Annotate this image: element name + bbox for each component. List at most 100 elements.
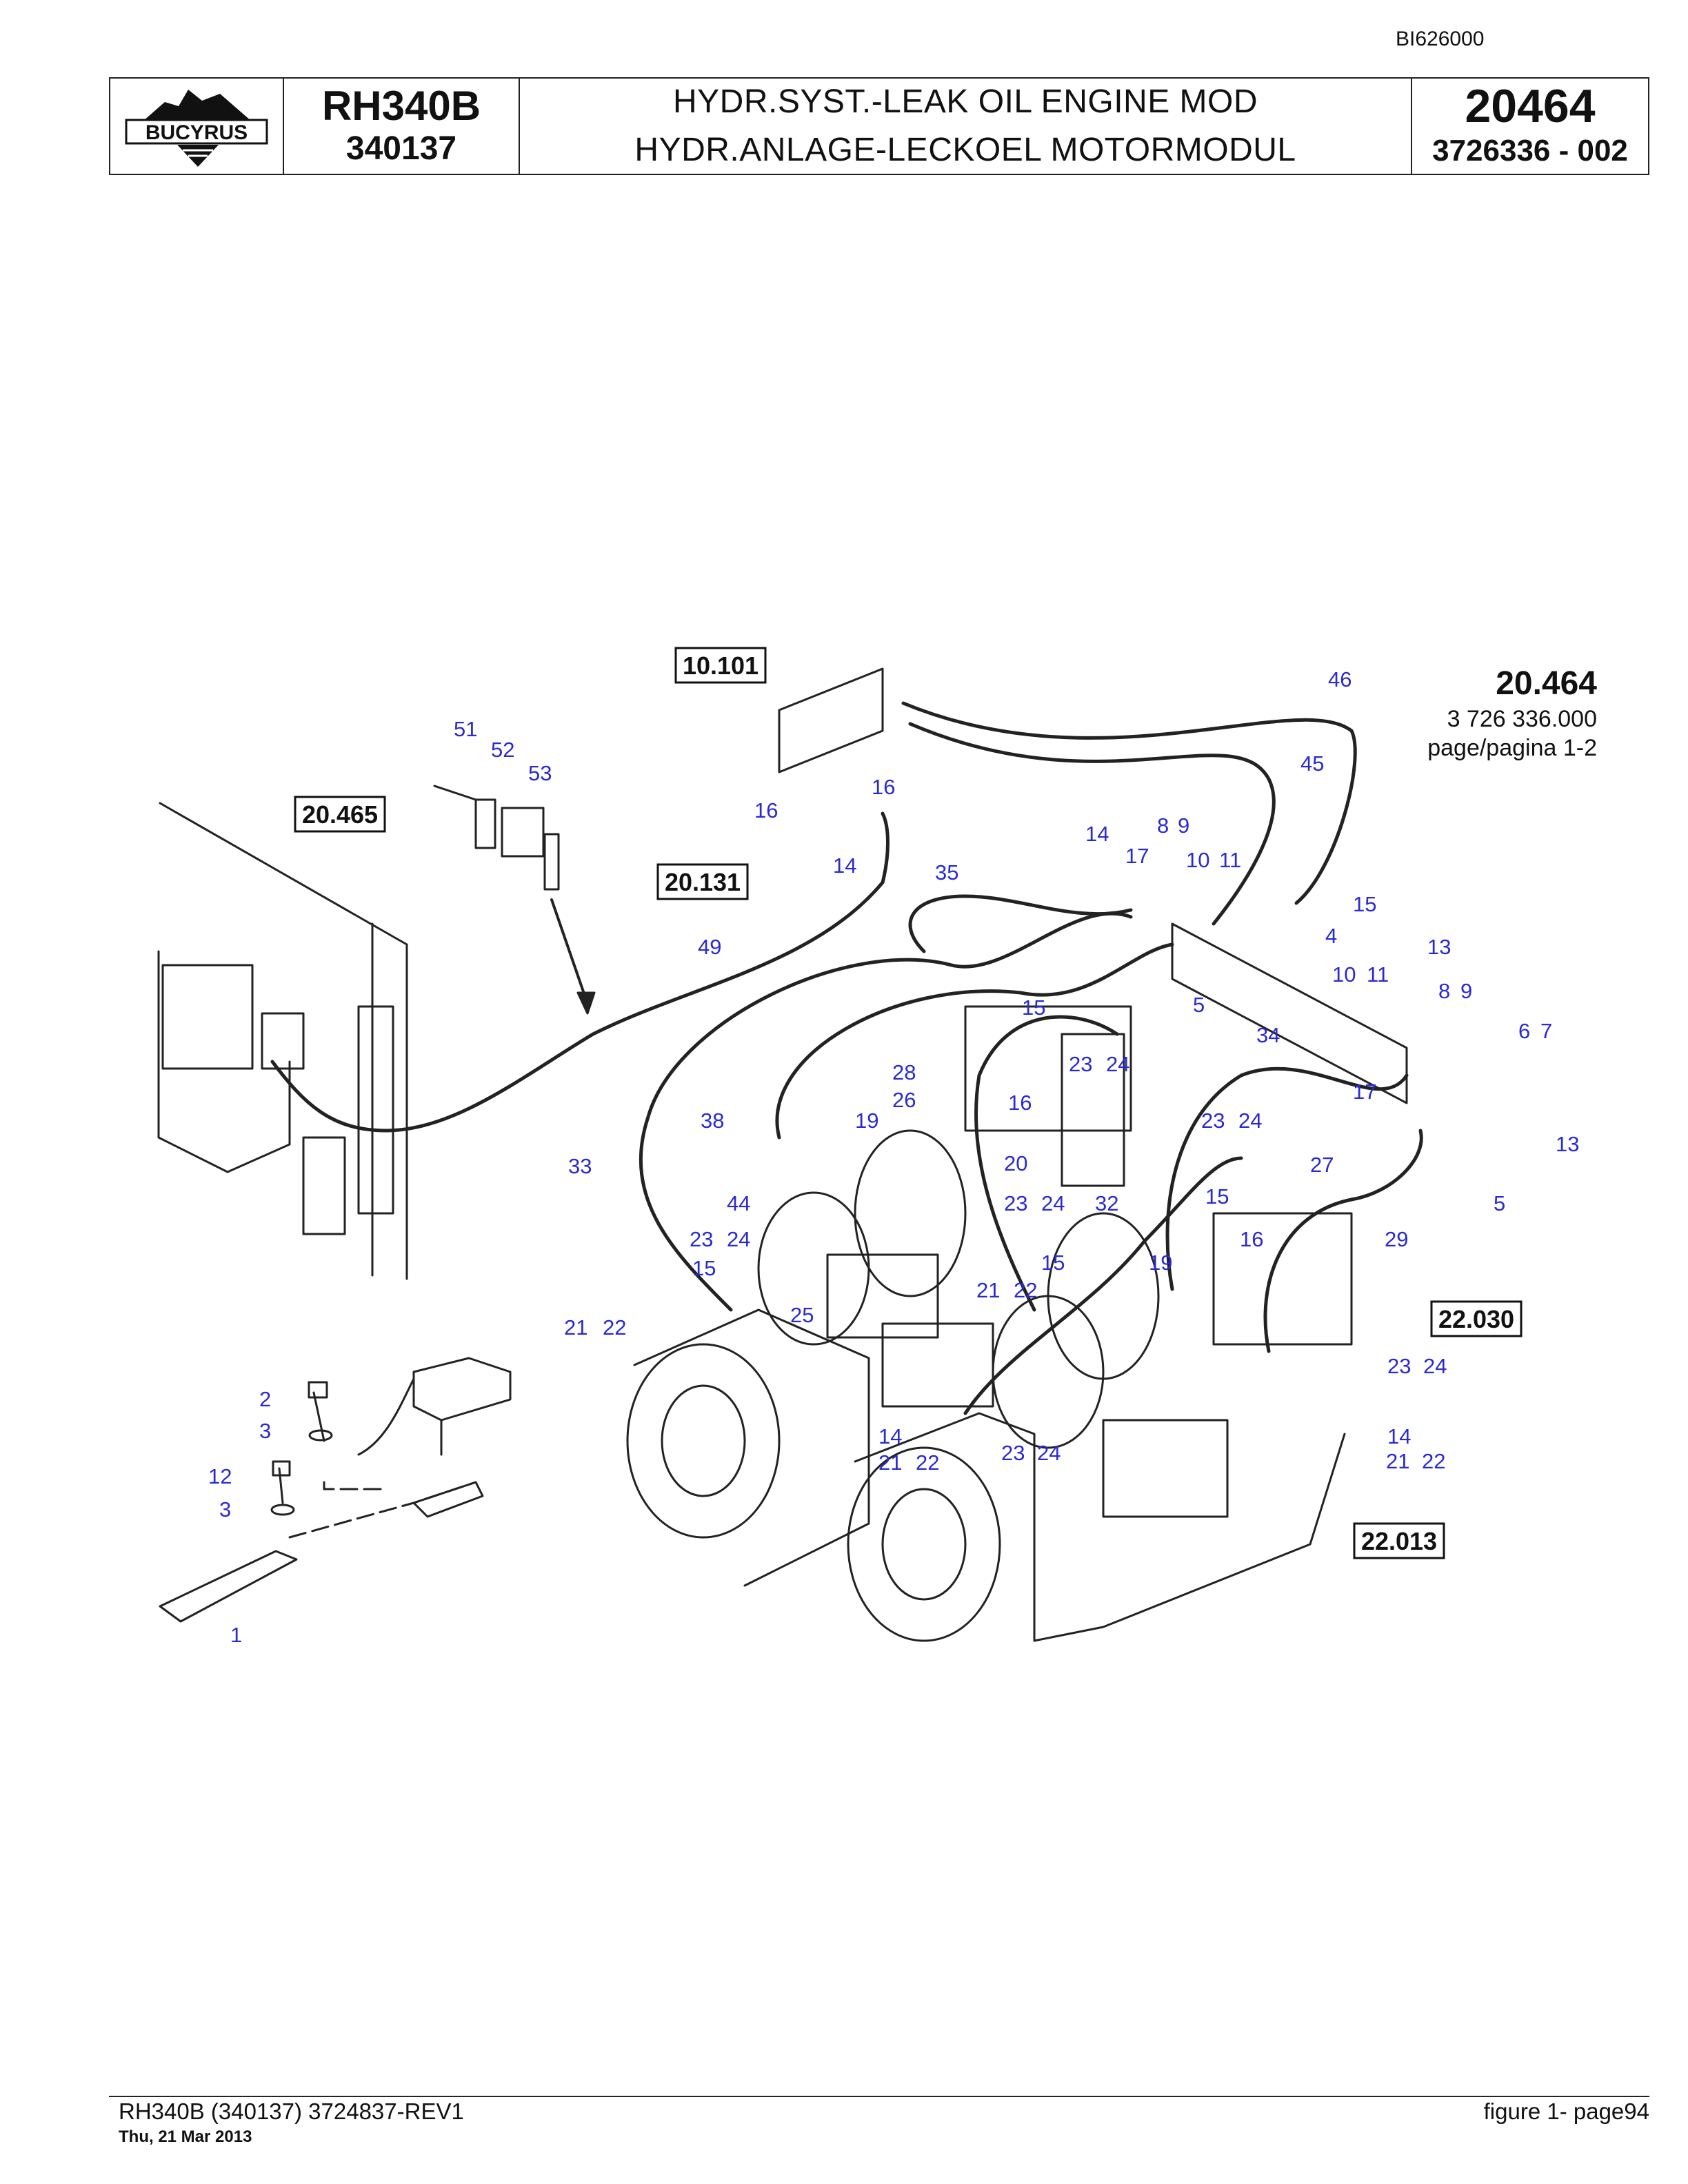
callout-45: 45 — [1300, 751, 1324, 776]
title-cell: HYDR.SYST.-LEAK OIL ENGINE MOD HYDR.ANLA… — [520, 79, 1412, 174]
model-cell: RH340B 340137 — [284, 79, 520, 174]
callout-34: 34 — [1256, 1023, 1280, 1047]
callout-24: 24 — [1238, 1109, 1262, 1133]
title-german: HYDR.ANLAGE-LECKOEL MOTORMODUL — [634, 132, 1296, 168]
callout-49: 49 — [698, 935, 721, 959]
callout-51: 51 — [454, 717, 477, 741]
callout-15: 15 — [1022, 995, 1045, 1020]
callout-6: 6 — [1518, 1019, 1530, 1043]
callout-26: 26 — [892, 1088, 916, 1112]
callout-14: 14 — [833, 853, 856, 878]
callout-21: 21 — [878, 1450, 902, 1475]
callout-22: 22 — [1014, 1278, 1037, 1302]
logo-text: BUCYRUS — [145, 121, 248, 144]
callout-15: 15 — [692, 1256, 716, 1280]
callout-23: 23 — [1069, 1052, 1092, 1076]
callout-9: 9 — [1178, 813, 1189, 838]
callout-24: 24 — [1041, 1191, 1065, 1215]
callout-28: 28 — [892, 1060, 916, 1084]
callout-17: 17 — [1125, 844, 1149, 868]
title-english: HYDR.SYST.-LEAK OIL ENGINE MOD — [672, 83, 1258, 120]
callout-33: 33 — [568, 1154, 592, 1178]
callout-13: 13 — [1427, 935, 1451, 959]
ref-box-10-101: 10.101 — [683, 651, 758, 680]
callout-4: 4 — [1325, 924, 1337, 948]
callout-5: 5 — [1494, 1191, 1505, 1215]
callout-19: 19 — [1149, 1251, 1172, 1275]
callout-16: 16 — [872, 775, 895, 799]
callout-15: 15 — [1041, 1251, 1065, 1275]
callout-22: 22 — [1422, 1449, 1445, 1473]
figure-cell: 20464 3726336 - 002 — [1412, 79, 1648, 174]
callout-14: 14 — [878, 1424, 902, 1448]
callout-5: 5 — [1193, 993, 1205, 1017]
bucyrus-logo: BUCYRUS — [110, 79, 284, 174]
callout-23: 23 — [1004, 1191, 1027, 1215]
callout-35: 35 — [935, 860, 958, 884]
footer-page-ref: figure 1- page94 — [1483, 2099, 1649, 2124]
footer-rule — [109, 2096, 1649, 2097]
callout-14: 14 — [1387, 1424, 1411, 1448]
figure-number: 20464 — [1465, 80, 1596, 132]
callout-38: 38 — [701, 1109, 724, 1133]
callout-13: 13 — [1556, 1132, 1579, 1156]
bucyrus-logo-icon: BUCYRUS — [125, 90, 268, 167]
model-name: RH340B — [321, 83, 481, 129]
callout-2: 2 — [259, 1387, 271, 1411]
callout-17: 17 — [1353, 1080, 1376, 1104]
callout-32: 32 — [1095, 1191, 1118, 1215]
callout-1: 1 — [230, 1623, 242, 1647]
ref-box-20-465: 20.465 — [302, 800, 378, 829]
callout-3: 3 — [219, 1497, 231, 1521]
callout-24: 24 — [1423, 1354, 1447, 1378]
part-number: 3726336 - 002 — [1432, 134, 1628, 168]
footer-document-ref: RH340B (340137) 3724837-REV1 — [119, 2099, 464, 2124]
callout-20: 20 — [1004, 1151, 1027, 1175]
callout-19: 19 — [855, 1109, 878, 1133]
reference-boxes: 10.101 20.465 20.131 22.030 22.013 — [294, 647, 1523, 1559]
callout-46: 46 — [1328, 667, 1352, 691]
callout-27: 27 — [1310, 1153, 1334, 1177]
callout-16: 16 — [754, 798, 778, 822]
callout-10: 10 — [1186, 848, 1209, 872]
footer-date: Thu, 21 Mar 2013 — [119, 2127, 252, 2146]
ref-box-22-030: 22.030 — [1438, 1305, 1514, 1333]
callout-23: 23 — [1387, 1354, 1411, 1378]
callout-11: 11 — [1219, 848, 1241, 872]
callout-24: 24 — [727, 1227, 750, 1251]
callout-8: 8 — [1438, 979, 1450, 1003]
callout-24: 24 — [1106, 1052, 1129, 1076]
callout-21: 21 — [564, 1315, 587, 1339]
callout-16: 16 — [1008, 1091, 1032, 1115]
sheet-reference: 20.464 3 726 336.000 page/pagina 1-2 — [1427, 663, 1597, 762]
callout-14: 14 — [1085, 822, 1109, 846]
callout-29: 29 — [1385, 1227, 1408, 1251]
title-block: BUCYRUS RH340B 340137 HYDR.SYST.-LEAK OI… — [109, 77, 1649, 175]
callout-23: 23 — [1201, 1109, 1225, 1133]
callout-10: 10 — [1332, 962, 1356, 987]
callout-24: 24 — [1037, 1441, 1061, 1465]
callout-15: 15 — [1205, 1184, 1229, 1209]
document-id: BI626000 — [1396, 28, 1485, 50]
callout-21: 21 — [1386, 1449, 1409, 1473]
ref-box-22-013: 22.013 — [1361, 1527, 1437, 1555]
callout-11: 11 — [1367, 962, 1389, 987]
callout-22: 22 — [916, 1450, 939, 1475]
callout-8: 8 — [1157, 813, 1169, 838]
callout-9: 9 — [1460, 979, 1472, 1003]
callout-21: 21 — [976, 1278, 1000, 1302]
sheet-page: page/pagina 1-2 — [1427, 735, 1597, 761]
callout-15: 15 — [1353, 892, 1376, 916]
callout-7: 7 — [1540, 1019, 1552, 1043]
serial-number: 340137 — [345, 130, 457, 167]
ref-box-20-131: 20.131 — [665, 868, 741, 896]
item-callouts: 51 52 53 16 16 14 46 45 35 14 17 8 9 10 … — [208, 667, 1579, 1647]
callout-44: 44 — [727, 1191, 750, 1215]
callout-52: 52 — [491, 738, 514, 762]
callout-53: 53 — [528, 761, 552, 785]
callout-22: 22 — [603, 1315, 626, 1339]
callout-23: 23 — [1001, 1441, 1025, 1465]
sheet-figure: 20.464 — [1496, 665, 1597, 702]
callout-3: 3 — [259, 1419, 271, 1443]
callout-16: 16 — [1240, 1227, 1263, 1251]
